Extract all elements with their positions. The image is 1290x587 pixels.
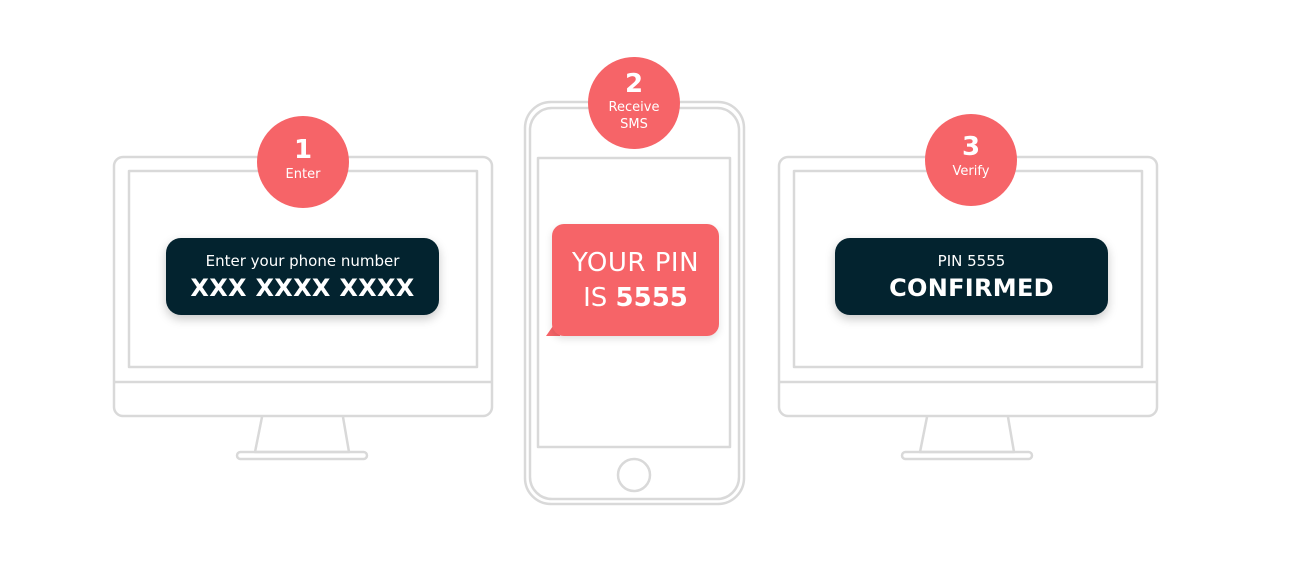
sms-message-bubble: YOUR PIN IS 5555 — [552, 224, 719, 336]
step-3-label: Verify — [925, 163, 1017, 180]
sms-line-1: YOUR PIN — [552, 248, 719, 278]
step-2-number: 2 — [588, 70, 680, 98]
step-1-label: Enter — [257, 166, 349, 183]
sms-line-2: IS 5555 — [552, 282, 719, 314]
pin-confirmed-pin: PIN 5555 — [835, 252, 1108, 270]
step-2-label-line1: Receive — [588, 99, 680, 116]
step-3-badge: 3 Verify — [925, 114, 1017, 206]
step-3-number: 3 — [925, 133, 1017, 161]
step-1-number: 1 — [257, 136, 349, 164]
sms-line-2-prefix: IS — [583, 283, 615, 313]
step-2-badge: 2 Receive SMS — [588, 57, 680, 149]
sms-pin-value: 5555 — [616, 283, 688, 313]
phone-number-prompt: Enter your phone number — [166, 252, 439, 270]
phone-number-card: Enter your phone number XXX XXXX XXXX — [166, 238, 439, 315]
pin-confirmed-card: PIN 5555 CONFIRMED — [835, 238, 1108, 315]
phone-number-placeholder: XXX XXXX XXXX — [166, 273, 439, 303]
pin-confirmed-status: CONFIRMED — [835, 273, 1108, 303]
step-2-label-line2: SMS — [588, 116, 680, 133]
step-1-badge: 1 Enter — [257, 116, 349, 208]
